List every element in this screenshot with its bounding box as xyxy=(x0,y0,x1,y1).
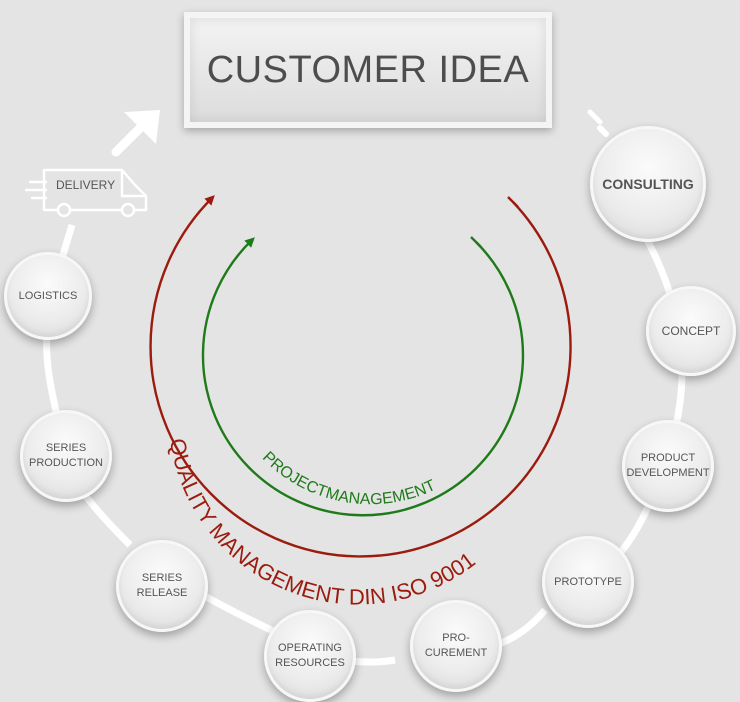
step-label: OPERATING RESOURCES xyxy=(267,641,353,671)
step-label: CONCEPT xyxy=(661,323,721,338)
step-product-development[interactable]: PRODUCT DEVELOPMENT xyxy=(622,420,714,512)
step-series-release[interactable]: SERIES RELEASE xyxy=(116,540,208,632)
step-prototype[interactable]: PROTOTYPE xyxy=(542,536,634,628)
step-label: PRODUCT DEVELOPMENT xyxy=(618,451,717,481)
step-operating-resources[interactable]: OPERATING RESOURCES xyxy=(264,610,356,702)
step-label: CONSULTING xyxy=(602,175,694,192)
step-label-line: PRO- xyxy=(442,632,470,645)
step-label-line: PRODUCTION xyxy=(29,457,103,469)
step-label: PRO- CUREMENT xyxy=(417,631,495,661)
step-label: LOGISTICS xyxy=(18,289,78,302)
arrow-up-right-icon xyxy=(111,110,160,157)
step-consulting[interactable]: CONSULTING xyxy=(590,126,706,242)
step-label-line: SERIES xyxy=(45,442,87,455)
step-label-line: RESOURCES xyxy=(275,657,345,669)
step-label: SERIES RELEASE xyxy=(129,571,196,601)
step-label-line: RELEASE xyxy=(136,587,188,599)
delivery-label: DELIVERY xyxy=(56,178,116,192)
step-label-line: CUREMENT xyxy=(424,647,488,659)
step-series-production[interactable]: SERIES PRODUCTION xyxy=(20,410,112,502)
step-label: SERIES PRODUCTION xyxy=(21,441,111,471)
step-logistics[interactable]: LOGISTICS xyxy=(4,252,92,340)
customer-idea-box: CUSTOMER IDEA xyxy=(184,12,552,128)
step-procurement[interactable]: PRO- CUREMENT xyxy=(410,600,502,692)
projectmanagement-label: PROJECTMANAGEMENT xyxy=(259,449,438,509)
step-label-line: OPERATING xyxy=(278,642,342,655)
project-management-arc xyxy=(201,236,525,517)
quality-management-arc xyxy=(149,195,572,558)
step-label-line: DEVELOPMENT xyxy=(626,467,710,479)
step-concept[interactable]: CONCEPT xyxy=(646,286,736,376)
quality-management-label: QUALITY MANAGEMENT DIN ISO 9001 xyxy=(165,436,480,609)
step-label: PROTOTYPE xyxy=(554,575,622,588)
step-label-line: PRODUCT xyxy=(640,452,696,465)
step-label-line: SERIES xyxy=(141,572,183,585)
truck-icon xyxy=(24,168,148,218)
page-title: CUSTOMER IDEA xyxy=(206,48,530,91)
